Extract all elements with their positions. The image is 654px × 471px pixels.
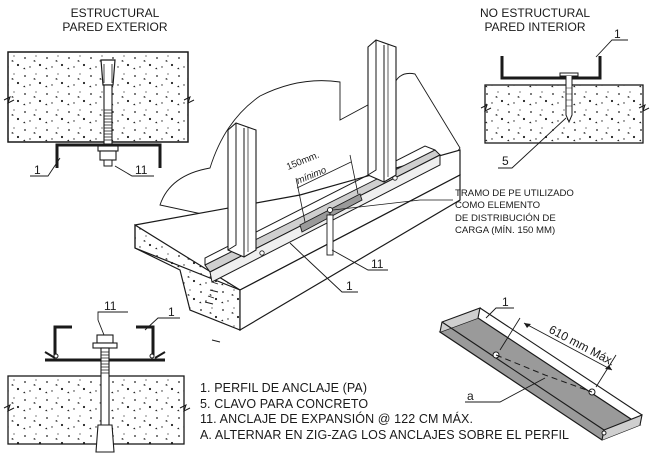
title-non-structural: NO ESTRUCTURAL PARED INTERIOR <box>460 6 610 34</box>
title-structural-line2: PARED EXTERIOR <box>62 20 168 34</box>
distribution-note: TRAMO DE PE UTILIZADO COMO ELEMENTO DE D… <box>455 188 574 237</box>
callout-5: 5 <box>502 154 509 168</box>
callout-11-bottom: 11 <box>104 299 117 313</box>
callout-1-center: 1 <box>346 279 353 293</box>
note-line4: CARGA (MÍN. 150 MM) <box>455 224 556 236</box>
non-structural-detail: 1 5 <box>480 27 650 169</box>
concrete-slab-right <box>484 84 644 144</box>
callout-1-right: 1 <box>614 27 621 41</box>
note-line2: COMO ELEMENTO <box>455 200 541 212</box>
anchor-profile-right <box>500 56 602 80</box>
legend-item-1: 1. PERFIL DE ANCLAJE (PA) <box>200 381 368 395</box>
legend: 1. PERFIL DE ANCLAJE (PA) 5. CLAVO PARA … <box>200 381 569 443</box>
legend-item-5: 5. CLAVO PARA CONCRETO <box>200 396 369 411</box>
callout-11-center: 11 <box>371 257 384 271</box>
note-line3: DE DISTRIBUCIÓN DE <box>455 212 556 224</box>
legend-item-a: A. ALTERNAR EN ZIG-ZAG LOS ANCLAJES SOBR… <box>200 427 570 442</box>
anchor-section-detail: 11 1 <box>3 299 191 453</box>
title-structural-line1: ESTRUCTURAL <box>70 6 160 20</box>
isometric-frame: 150mm. mínimo 1 11 <box>134 39 461 343</box>
title-non-structural-line1: NO ESTRUCTURAL <box>479 6 590 20</box>
callout-11-left: 11 <box>135 163 148 177</box>
anchor-profile-bottom <box>53 325 155 356</box>
concrete-nail <box>559 72 579 124</box>
break-mark-left <box>3 96 15 104</box>
title-non-structural-line2: PARED INTERIOR <box>484 20 586 34</box>
stud-left <box>227 122 257 258</box>
dimension-max-spacing: 610 mm Máx. <box>547 322 618 368</box>
concrete-slab-left <box>7 51 189 143</box>
concrete-slab-bottom <box>7 375 185 445</box>
legend-item-11: 11. ANCLAJE DE EXPANSIÓN @ 122 CM MÁX. <box>200 412 474 426</box>
stud-right <box>367 39 397 183</box>
callout-a: a <box>467 389 474 403</box>
callout-1-bottom: 1 <box>168 305 175 319</box>
callout-1-zigzag: 1 <box>502 295 509 309</box>
structural-detail: 1 11 <box>3 51 195 177</box>
callout-1-left: 1 <box>34 163 41 177</box>
slab-front <box>239 174 461 332</box>
anchor-profile-left <box>55 143 162 168</box>
note-line1: TRAMO DE PE UTILIZADO <box>455 188 574 199</box>
distribution-element <box>299 193 363 233</box>
anchor-center <box>326 214 334 256</box>
expansion-anchor-left <box>97 59 119 167</box>
title-structural: ESTRUCTURAL PARED EXTERIOR <box>40 6 190 34</box>
